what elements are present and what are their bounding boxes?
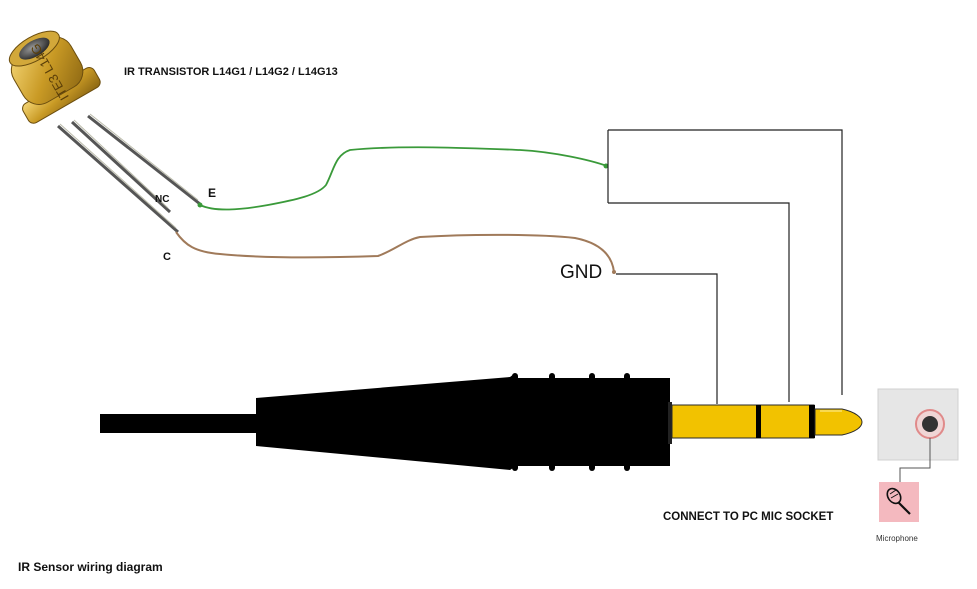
collector-wire	[175, 231, 615, 273]
ir-transistor-icon: ITE3 L14G	[8, 30, 201, 234]
pin-c-label: C	[163, 251, 171, 263]
diagram-caption: IR Sensor wiring diagram	[18, 560, 163, 574]
gnd-label: GND	[560, 262, 603, 283]
stereo-plug-icon	[100, 373, 863, 471]
pin-nc-label: NC	[155, 194, 170, 205]
pin-e-label: E	[208, 186, 217, 200]
emitter-wire	[199, 146, 608, 211]
microphone-label: Microphone	[876, 534, 918, 543]
connection-lines	[607, 129, 843, 404]
microphone-icon	[879, 482, 919, 522]
transistor-title: IR TRANSISTOR L14G1 / L14G2 / L14G13	[124, 66, 338, 78]
mic-socket-icon	[877, 388, 959, 482]
connect-label: CONNECT TO PC MIC SOCKET	[663, 511, 834, 523]
